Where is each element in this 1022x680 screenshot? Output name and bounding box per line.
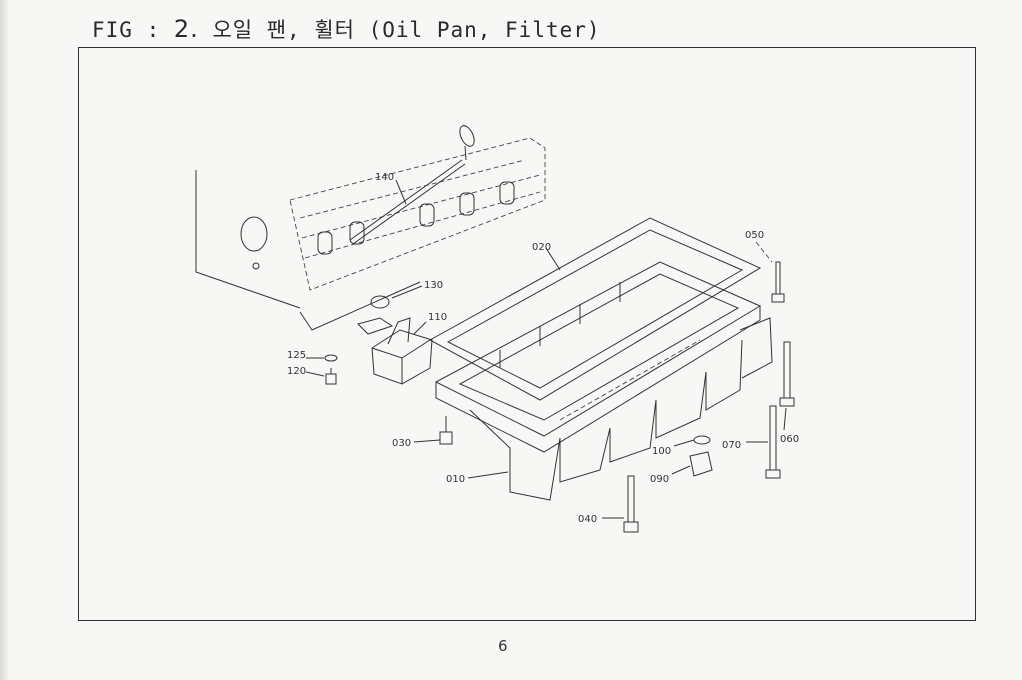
bolt-030 [439, 416, 453, 445]
part-label-140: 140 [375, 172, 394, 183]
title-text: 오일 팬, 휠터 (Oil Pan, Filter) [212, 18, 601, 42]
part-labels: 140 130 110 125 120 020 050 030 010 100 … [287, 172, 799, 525]
part-label-050: 050 [745, 230, 764, 241]
part-label-070: 070 [722, 440, 741, 451]
title-prefix: FIG : [92, 18, 161, 42]
page-number: 6 [498, 637, 508, 655]
long-bolts [765, 341, 795, 479]
part-label-090: 090 [650, 474, 669, 485]
o-ring [370, 295, 390, 309]
dipstick [349, 125, 475, 245]
bolt-050 [771, 261, 785, 303]
part-label-110: 110 [428, 312, 447, 323]
part-label-060: 060 [780, 434, 799, 445]
drain-plug-set [689, 435, 713, 477]
part-label-125: 125 [287, 350, 306, 361]
washer-bolt-set [324, 354, 338, 385]
part-label-120: 120 [287, 366, 306, 377]
part-label-100: 100 [652, 446, 671, 457]
engine-block [195, 137, 546, 331]
diagram-frame [78, 47, 976, 621]
leader-lines [305, 179, 787, 519]
oil-pan-gasket [428, 217, 762, 401]
part-label-010: 010 [446, 474, 465, 485]
part-label-130: 130 [424, 280, 443, 291]
part-label-040: 040 [578, 514, 597, 525]
part-label-030: 030 [392, 438, 411, 449]
title-number: 2. [173, 15, 199, 43]
oil-pan [434, 261, 773, 501]
scan-edge [0, 0, 8, 680]
figure-title: FIG : 2. 오일 팬, 휠터 (Oil Pan, Filter) [92, 14, 601, 44]
oil-strainer [357, 317, 433, 385]
part-label-020: 020 [532, 242, 551, 253]
bolt-040 [623, 475, 639, 533]
